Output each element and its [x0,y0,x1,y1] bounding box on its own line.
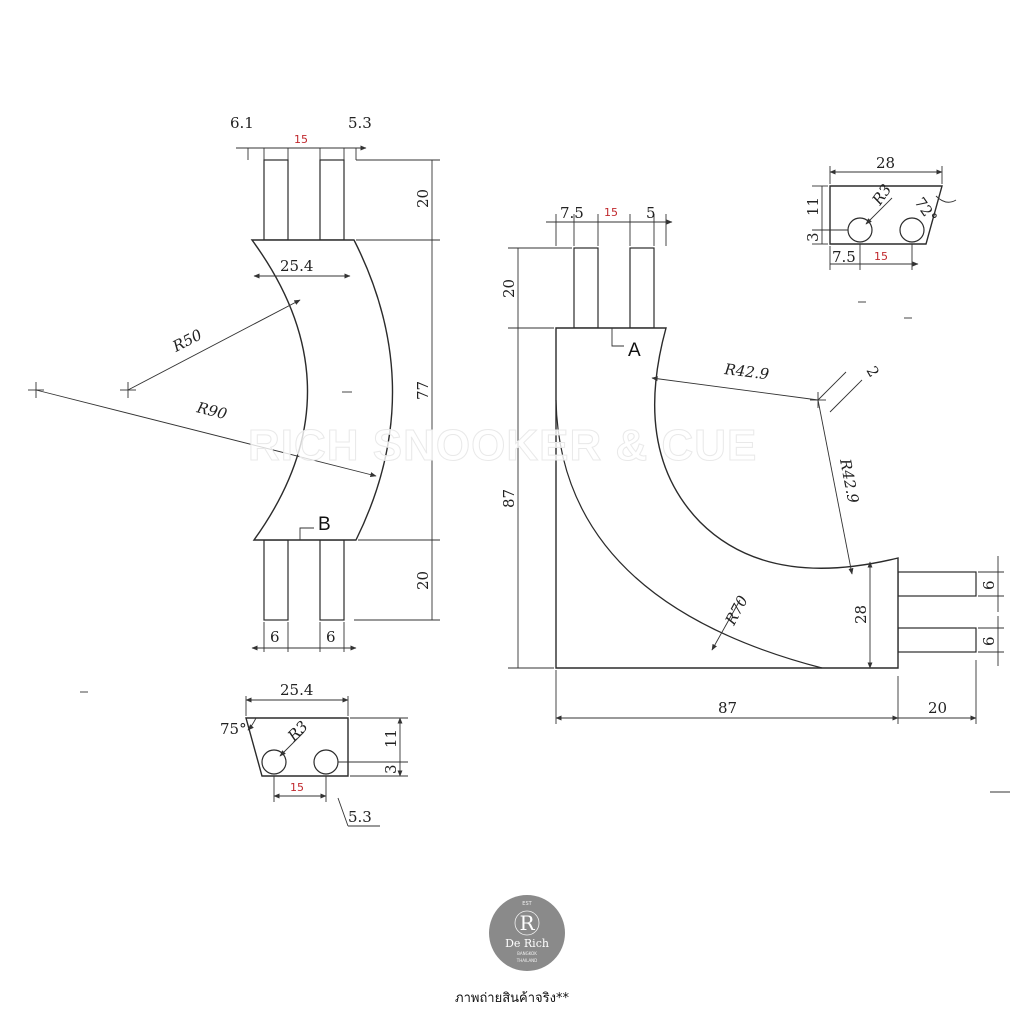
left-dim-top-1: 6.1 [230,114,254,132]
right-corner-part: 7.5 15 5 20 87 A R42.9 R42.9 2 R70 28 [500,204,1004,724]
right-side-pin-2 [897,627,977,653]
right-dim-top-1: 7.5 [560,204,584,222]
caption: ภาพถ่ายสินค้าจริง** [455,991,569,1006]
logo-sub-bottom: THAILAND [516,958,538,963]
left-dim-right-3: 20 [414,571,432,590]
left-cross-section: 25.4 75° R3 11 3 15 5.3 [220,681,408,827]
left-radius-outer: R90 [194,398,229,423]
left-dim-bottom-2: 6 [326,628,336,646]
scan-marks [80,301,1010,793]
right-section-height: 11 [804,197,822,216]
right-section-offset: 3 [804,232,822,242]
right-radius-b: R42.9 [836,456,862,505]
logo-letter: R [519,911,535,935]
label-a: A [628,340,641,361]
right-section-outline [829,185,943,245]
right-section-hole-2 [899,217,925,243]
right-dim-end-height: 28 [852,605,870,624]
right-dim-left: 87 [500,489,518,508]
left-dim-right-2: 77 [414,381,432,400]
left-section-width: 25.4 [280,681,313,699]
left-dim-top-2: 15 [294,133,308,146]
right-inner-curve [555,399,823,669]
left-curved-body [250,239,394,541]
left-dim-top-3: 5.3 [348,114,372,132]
right-dim-pin-2: 6 [980,636,998,646]
right-section-spacing: 15 [874,250,888,263]
right-radius-a: R42.9 [723,360,771,383]
right-side-pin-1 [897,571,977,597]
right-top-tenon-2 [629,247,655,329]
right-section-width: 28 [876,154,895,172]
left-section-hole-1 [261,749,287,775]
left-dim-width: 25.4 [280,257,313,275]
right-dim-bottom-2: 20 [928,699,947,717]
right-section-edge: 7.5 [832,248,856,266]
right-dim-pin-1: 6 [980,580,998,590]
label-b: B [318,514,331,535]
left-section-edge: 5.3 [348,808,372,826]
right-corner-dim: 2 [863,363,883,380]
left-top-tenon-1 [263,159,289,241]
left-section-offset: 3 [382,764,400,774]
watermark: RICH SNOOKER & CUE [248,421,757,470]
left-section-angle: 75° [220,720,247,738]
left-bottom-tenon-2 [319,539,345,621]
left-section-height: 11 [382,729,400,748]
logo-sub-top: EST [522,901,532,907]
left-section-spacing: 15 [290,781,304,794]
left-section-outline [245,717,349,777]
logo-brand: De Rich [505,937,549,950]
right-dim-top-2: 15 [604,206,618,219]
logo-sub-mid: BANGKOK [517,951,537,956]
left-top-tenon-2 [319,159,345,241]
left-leg-part: 6.1 15 5.3 25.4 20 77 20 R50 R90 B 6 6 [28,114,440,652]
right-dim-top-3: 5 [646,204,656,222]
right-cross-section: 28 11 3 R3 72° 7.5 15 [804,154,957,270]
left-radius-inner: R50 [169,326,206,356]
right-top-tenon-1 [573,247,599,329]
left-bottom-tenon-1 [263,539,289,621]
de-rich-logo: EST R De Rich BANGKOK THAILAND [487,893,567,973]
left-dim-right-1: 20 [414,189,432,208]
logo-badge [489,895,565,971]
right-dim-bottom-1: 87 [718,699,737,717]
left-dim-bottom-1: 6 [270,628,280,646]
right-dim-left-top: 20 [500,279,518,298]
